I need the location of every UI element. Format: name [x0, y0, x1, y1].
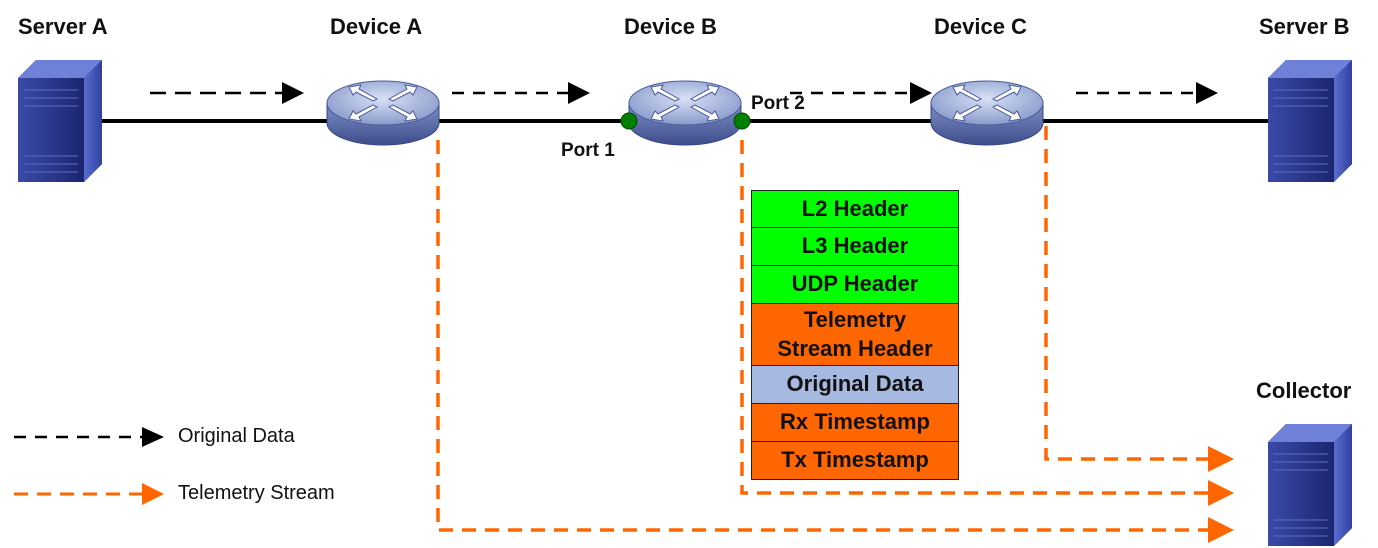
- server-a-icon: [17, 59, 103, 183]
- device-b-switch-icon: [628, 80, 742, 146]
- legend-original-line: [14, 427, 164, 447]
- legend-telemetry-label: Telemetry Stream: [178, 482, 335, 504]
- packet-field: Original Data: [751, 366, 959, 404]
- port-1-dot: [620, 112, 638, 130]
- server-b-label: Server B: [1259, 14, 1350, 39]
- port-2-dot: [733, 112, 751, 130]
- server-b-icon: [1267, 59, 1353, 183]
- device-b-label: Device B: [624, 14, 717, 39]
- collector-label: Collector: [1256, 378, 1352, 403]
- packet-field: Telemetry Stream Header: [751, 304, 959, 366]
- device-c-switch-icon: [930, 80, 1044, 146]
- packet-field: L3 Header: [751, 228, 959, 266]
- device-c-label: Device C: [934, 14, 1027, 39]
- legend-telemetry-line: [14, 483, 164, 505]
- packet-field: Tx Timestamp: [751, 442, 959, 480]
- legend-original-label: Original Data: [178, 425, 295, 447]
- telemetry-arrowheads: [1208, 446, 1234, 543]
- packet-field: L2 Header: [751, 190, 959, 228]
- collector-server-icon: [1267, 423, 1353, 547]
- server-a-label: Server A: [18, 14, 108, 39]
- original-data-flow: [150, 82, 1218, 104]
- port-2-label: Port 2: [751, 93, 805, 114]
- port-1-label: Port 1: [561, 140, 615, 161]
- packet-field: UDP Header: [751, 266, 959, 304]
- device-a-switch-icon: [326, 80, 440, 146]
- device-a-label: Device A: [330, 14, 423, 39]
- telemetry-stream-flow: [436, 126, 1210, 532]
- packet-field: Rx Timestamp: [751, 404, 959, 442]
